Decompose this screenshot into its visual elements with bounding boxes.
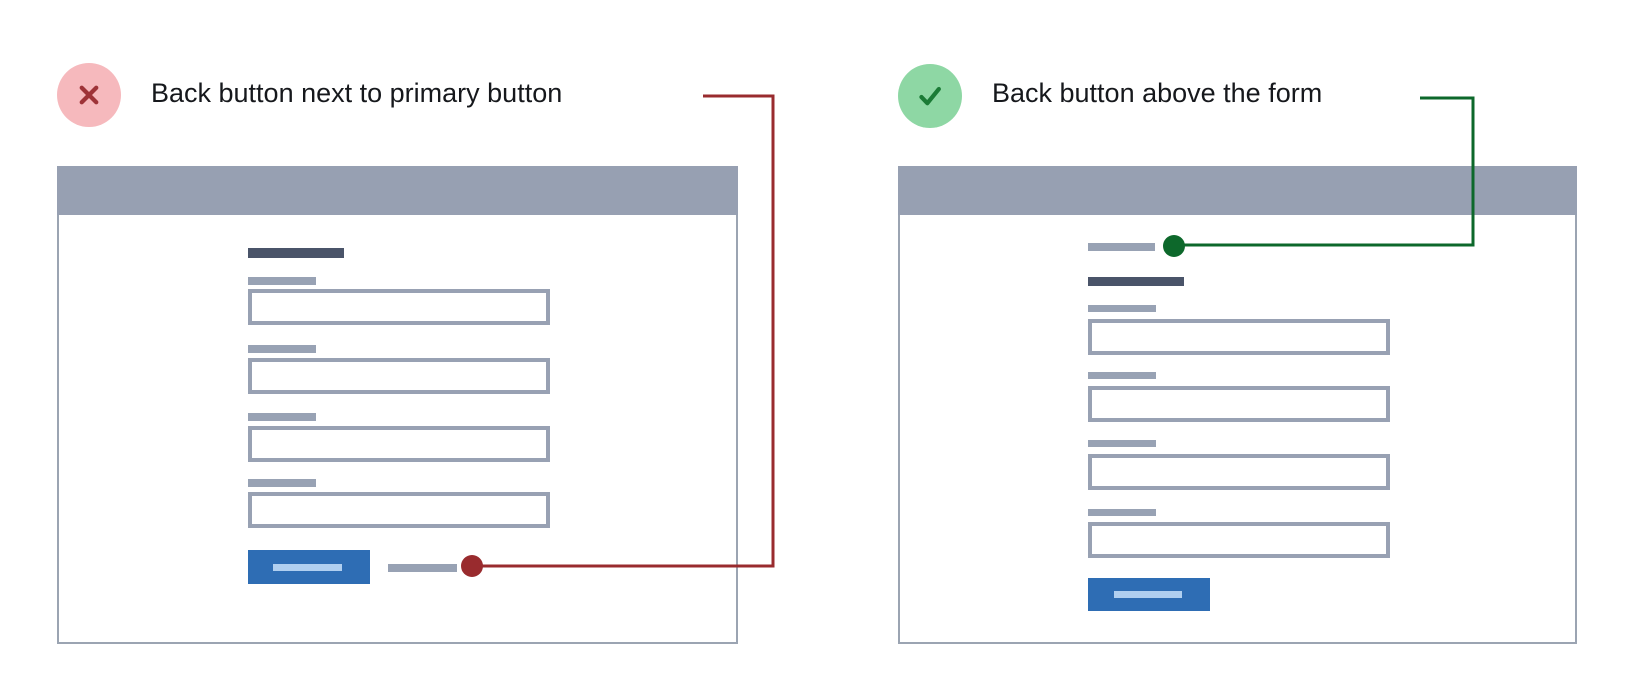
input-placeholder [248,426,550,462]
primary-button-label-bar [273,564,342,571]
primary-button-label-bar [1114,591,1182,598]
input-placeholder [248,289,550,325]
good-example-window [898,166,1577,644]
field-label-placeholder [248,413,316,421]
field-label-placeholder [1088,372,1156,379]
input-placeholder [1088,386,1390,422]
field-label-placeholder [1088,440,1156,447]
input-placeholder [248,358,550,394]
field-label-placeholder [1088,305,1156,312]
bad-example-caption: Back button next to primary button [151,78,563,108]
field-label-placeholder [1088,509,1156,516]
input-placeholder [248,492,550,528]
check-icon [898,64,962,128]
back-button-placeholder [388,564,457,572]
back-button-placeholder [1088,243,1155,251]
browser-header-bar [898,166,1577,215]
good-example-caption: Back button above the form [992,78,1323,108]
input-placeholder [1088,522,1390,558]
primary-button-placeholder [248,550,370,584]
input-placeholder [1088,319,1390,355]
input-placeholder [1088,454,1390,490]
x-icon [57,63,121,127]
browser-header-bar [57,166,738,215]
field-label-placeholder [248,479,316,487]
field-label-placeholder [248,277,316,285]
primary-button-placeholder [1088,578,1210,611]
form-title-placeholder [248,248,344,258]
field-label-placeholder [248,345,316,353]
form-title-placeholder [1088,277,1184,286]
bad-example-window [57,166,738,644]
